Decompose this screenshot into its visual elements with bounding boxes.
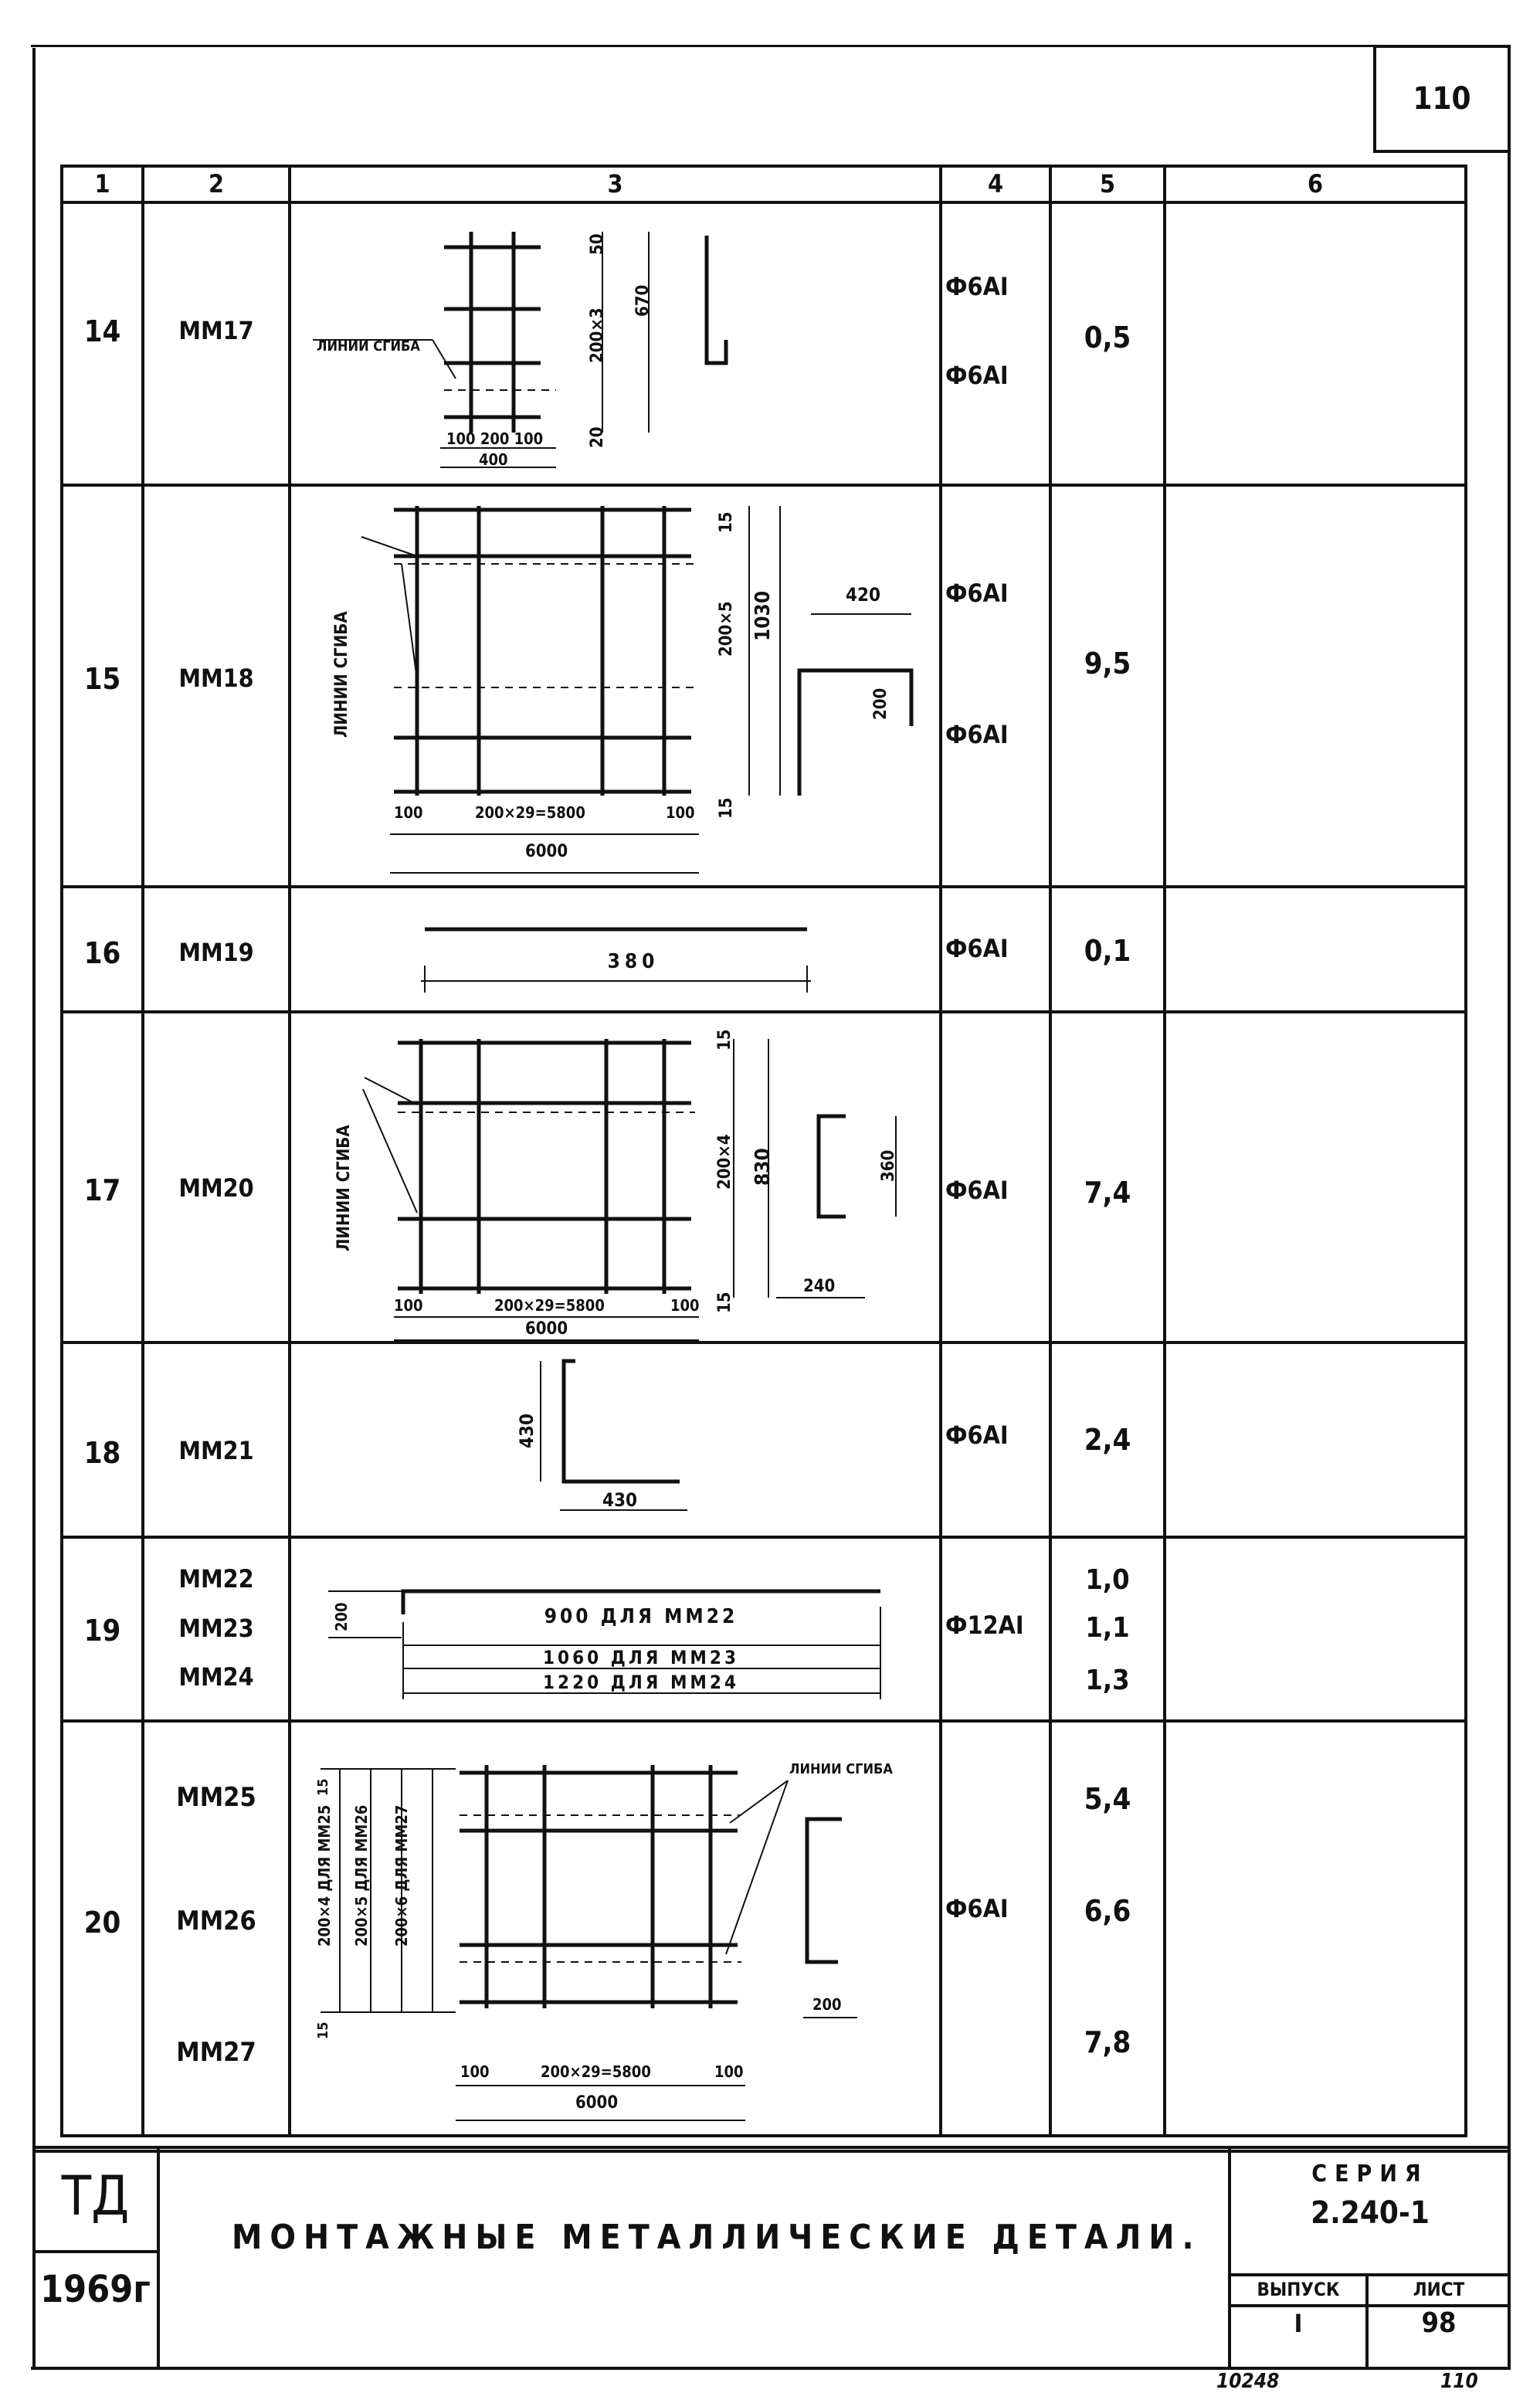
- steel-grade: Ф6АⅠ: [945, 720, 1009, 749]
- weight-value: 0,1: [1084, 934, 1131, 968]
- dim-label: 100: [394, 1296, 423, 1315]
- steel-grade: Ф6АⅠ: [945, 1421, 1009, 1450]
- dim-label: 1060 ДЛЯ ММ23: [543, 1647, 739, 1668]
- dim-label: 1220 ДЛЯ ММ24: [543, 1672, 739, 1693]
- drawing-border: [31, 45, 1511, 2370]
- series-label: СЕРИЯ: [1311, 2160, 1429, 2188]
- dim-label: 240: [803, 1277, 836, 1296]
- weight-value: 1,3: [1085, 1665, 1130, 1696]
- dim-label: 15: [315, 1778, 331, 1796]
- weight-value: 6,6: [1084, 1894, 1131, 1928]
- weight-value: 9,5: [1084, 647, 1131, 681]
- sheet-number: 110: [1413, 81, 1471, 117]
- dim-label: 100 200 100: [446, 429, 544, 448]
- col-header-5: 5: [1099, 169, 1116, 199]
- drawing-border-left: [32, 48, 36, 2370]
- part-mark: ММ23: [178, 1614, 254, 1643]
- dim-label: 430: [602, 1489, 638, 1511]
- part-mark: ММ21: [178, 1436, 254, 1465]
- col-header-1: 1: [94, 169, 110, 199]
- sheet-number-box: [1373, 45, 1511, 153]
- col-header-6: 6: [1307, 169, 1324, 199]
- dim-label: 6000: [575, 2093, 619, 2113]
- row-number: 20: [83, 1906, 121, 1940]
- dim-label: 200×5 ДЛЯ ММ26: [352, 1804, 371, 1947]
- dim-label: 380: [607, 950, 660, 973]
- org-code: ТД: [61, 2164, 130, 2228]
- inventory-number: 10248: [1216, 2370, 1280, 2393]
- issue-label: ВЫПУСК: [1257, 2279, 1340, 2300]
- col-header-4: 4: [987, 169, 1004, 199]
- dim-label: 15: [315, 2021, 331, 2039]
- weight-value: 7,4: [1084, 1176, 1131, 1210]
- bend-line-label: ЛИНИИ СГИБА: [317, 338, 420, 355]
- part-mark: ММ25: [176, 1782, 256, 1813]
- dim-label: 200×29=5800: [475, 803, 585, 822]
- row-number: 15: [83, 662, 121, 696]
- weight-value: 5,4: [1084, 1782, 1131, 1816]
- row-number: 17: [83, 1173, 121, 1207]
- steel-grade: Ф6АⅠ: [945, 934, 1009, 963]
- part-mark: ММ24: [178, 1662, 254, 1692]
- sheet-number-title: 98: [1421, 2307, 1457, 2339]
- series-number: 2.240-1: [1311, 2195, 1430, 2231]
- weight-value: 7,8: [1084, 2025, 1131, 2059]
- dim-label: 200×29=5800: [541, 2062, 651, 2081]
- weight-value: 1,0: [1085, 1564, 1130, 1596]
- dim-label: 200: [812, 1995, 842, 2014]
- steel-grade: Ф6АⅠ: [945, 1894, 1009, 1923]
- dim-label: 100: [666, 803, 695, 822]
- dim-label: 420: [846, 584, 881, 606]
- part-mark: ММ22: [178, 1564, 254, 1594]
- dim-label: 100: [460, 2062, 490, 2081]
- page-number: 110: [1440, 2370, 1478, 2393]
- steel-grade: Ф6АⅠ: [945, 272, 1009, 301]
- weight-value: 0,5: [1084, 321, 1131, 355]
- dim-label: 100: [394, 803, 423, 822]
- weight-value: 2,4: [1084, 1423, 1131, 1457]
- row-number: 19: [83, 1614, 121, 1648]
- part-mark: ММ18: [178, 664, 254, 693]
- dim-label: 100: [714, 2062, 744, 2081]
- year: 1969г: [40, 2268, 151, 2311]
- dim-label: 200×29=5800: [494, 1296, 605, 1315]
- dim-label: 900 ДЛЯ ММ22: [544, 1605, 738, 1628]
- sheet-label: ЛИСТ: [1413, 2279, 1465, 2300]
- part-mark: ММ20: [178, 1173, 254, 1203]
- weight-value: 1,1: [1085, 1612, 1130, 1644]
- issue-number: I: [1294, 2309, 1303, 2338]
- row-number: 16: [83, 936, 121, 970]
- dim-label: 200×6 ДЛЯ ММ27: [392, 1804, 411, 1947]
- part-mark: ММ19: [178, 938, 254, 967]
- dim-label: 200×4 ДЛЯ ММ25: [315, 1804, 334, 1947]
- bend-line-label: ЛИНИИ СГИБА: [789, 1761, 893, 1777]
- dim-label: 6000: [525, 1319, 568, 1339]
- part-mark: ММ26: [176, 1906, 256, 1936]
- steel-grade: Ф6АⅠ: [945, 1176, 1009, 1205]
- steel-grade: Ф6АⅠ: [945, 361, 1009, 390]
- dim-label: 6000: [525, 842, 568, 861]
- dim-label: 400: [479, 450, 508, 469]
- col-header-2: 2: [208, 169, 225, 199]
- part-mark: ММ17: [178, 316, 254, 345]
- drawing-title: МОНТАЖНЫЕ МЕТАЛЛИЧЕСКИЕ ДЕТАЛИ.: [232, 2218, 1202, 2257]
- part-mark: ММ27: [176, 2037, 256, 2068]
- steel-grade: Ф12АⅠ: [945, 1611, 1024, 1640]
- row-number: 14: [83, 314, 121, 348]
- col-header-3: 3: [607, 169, 623, 199]
- row-number: 18: [83, 1436, 121, 1470]
- steel-grade: Ф6АⅠ: [945, 579, 1009, 608]
- dim-label: 100: [670, 1296, 700, 1315]
